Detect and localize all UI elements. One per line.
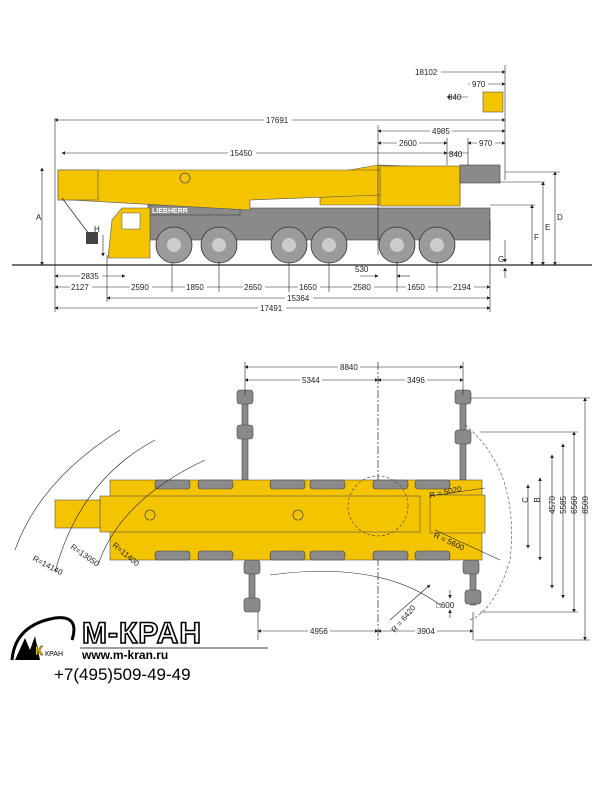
rear-hook-block xyxy=(459,164,501,184)
cab-window xyxy=(121,212,141,230)
slewing-ring xyxy=(347,475,409,537)
dim-2194: 2194 xyxy=(453,283,471,292)
label-E: E xyxy=(545,223,550,232)
dim-6560: 6560 xyxy=(570,496,579,514)
dim-5344: 5344 xyxy=(302,376,320,385)
detached-hook-block xyxy=(482,91,504,113)
logo-mark-text: КРАН xyxy=(45,651,63,658)
label-B: B xyxy=(533,497,542,502)
dim-1850: 1850 xyxy=(186,283,204,292)
label-F: F xyxy=(534,233,539,242)
label-H: H xyxy=(94,225,100,234)
counterweight xyxy=(379,165,461,207)
dim-2835: 2835 xyxy=(81,272,99,281)
boom-top xyxy=(99,495,421,533)
radius-arcs xyxy=(14,424,512,621)
dim-15450: 15450 xyxy=(230,149,253,158)
dim-840-top: 840 xyxy=(448,93,462,102)
svg-text:К: К xyxy=(35,643,43,658)
dim-5585: 5585 xyxy=(559,496,568,514)
dim-4570: 4570 xyxy=(548,496,557,514)
dim-1650-b: 1650 xyxy=(407,283,425,292)
counterweight-top xyxy=(429,494,486,534)
dim-2580: 2580 xyxy=(353,283,371,292)
logo-swoosh xyxy=(10,616,76,661)
label-D: D xyxy=(557,213,563,222)
dim-2127: 2127 xyxy=(71,283,89,292)
boom-head-top xyxy=(54,499,101,529)
outrigger-pad-size: □600 xyxy=(436,601,455,610)
dim-3904: 3904 xyxy=(417,627,435,636)
dim-18102: 18102 xyxy=(415,68,438,77)
hook-block xyxy=(86,232,98,244)
dim-2600: 2600 xyxy=(399,139,417,148)
top-view: R = 5020 R = 5600 R=14140 R=13050 R=1140… xyxy=(14,362,590,641)
logo-text: М-КРАН xyxy=(82,617,202,650)
axle-spacing-labels: 2127 2590 1850 2650 1650 2580 1650 2194 xyxy=(70,282,474,292)
dim-530: 530 xyxy=(355,265,369,274)
dim-8500: 8500 xyxy=(581,496,590,514)
label-C: C xyxy=(521,497,530,503)
dim-2650: 2650 xyxy=(244,283,262,292)
dim-15364: 15364 xyxy=(287,294,310,303)
dim-840: 840 xyxy=(449,150,463,159)
boom-pin xyxy=(179,172,191,184)
dim-17691: 17691 xyxy=(266,116,289,125)
wheels xyxy=(155,226,456,264)
phone-number: +7(495)509-49-49 xyxy=(54,665,191,684)
radius-13050: R=13050 xyxy=(69,542,101,568)
dim-8840: 8840 xyxy=(340,363,358,372)
label-G: G xyxy=(498,255,504,264)
dim-2590: 2590 xyxy=(131,283,149,292)
dim-4956: 4956 xyxy=(310,627,328,636)
website-link[interactable]: www.m-kran.ru xyxy=(82,648,169,662)
cab-brand: LIEBHERR xyxy=(152,208,188,215)
dim-3496: 3496 xyxy=(407,376,425,385)
top-dimension-lines xyxy=(54,70,506,155)
dim-4985: 4985 xyxy=(432,127,450,136)
outrigger-width-dimension-lines xyxy=(470,397,590,641)
side-view: LIEBHERR xyxy=(12,65,592,313)
height-dimension-lines xyxy=(40,167,560,278)
tyres xyxy=(154,479,451,561)
company-logo: К КРАН М-КРАН xyxy=(10,616,268,661)
label-A: A xyxy=(36,213,42,222)
dim-1650-a: 1650 xyxy=(299,283,317,292)
hook-rope xyxy=(61,197,93,239)
boom-head xyxy=(57,169,99,201)
dim-970: 970 xyxy=(479,139,493,148)
dim-17491: 17491 xyxy=(260,304,283,313)
dim-970-top: 970 xyxy=(472,80,486,89)
outriggers xyxy=(236,389,482,613)
